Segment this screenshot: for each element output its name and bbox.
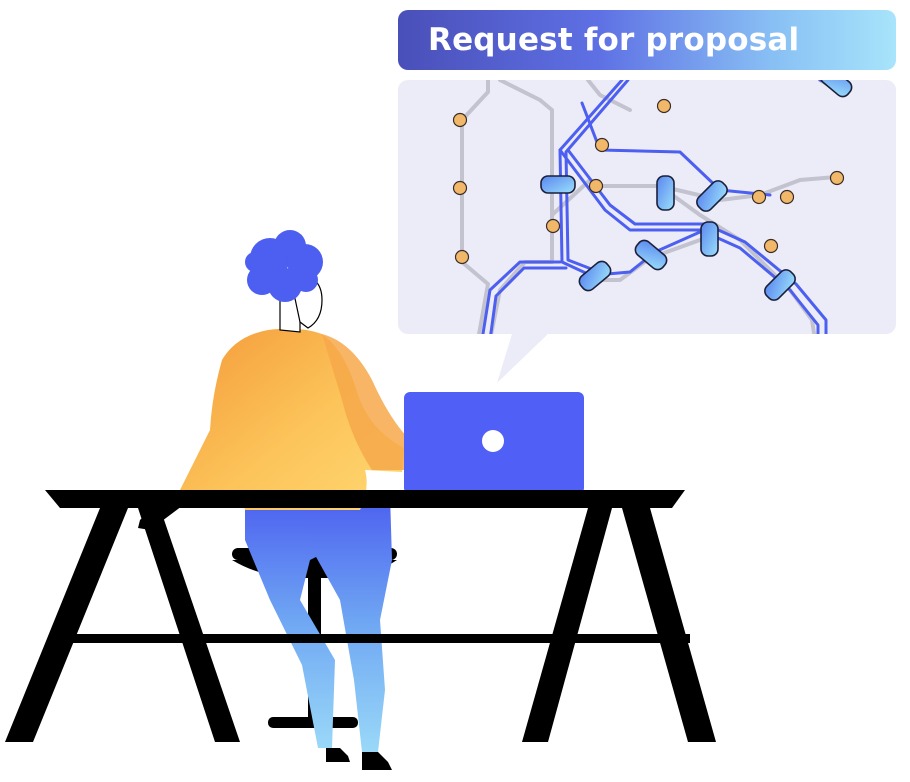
desk: [5, 490, 716, 742]
desk-leg-left-inner: [138, 508, 240, 742]
hair: [245, 230, 323, 302]
blue-routes: [480, 80, 842, 334]
desk-leg-right-inner: [522, 508, 612, 742]
desk-top: [45, 490, 685, 508]
stations: [452, 98, 845, 265]
desk-crossbar: [50, 634, 690, 643]
desk-leg-right-outer: [622, 508, 716, 742]
shoe-right: [362, 752, 392, 770]
vehicles: [540, 80, 853, 301]
speech-bubble-tail: [497, 334, 548, 383]
person-head: [245, 230, 323, 333]
laptop: [404, 392, 584, 494]
banner-title: Request for proposal: [428, 22, 800, 58]
laptop-logo: [482, 430, 504, 452]
person-legs: [245, 495, 392, 770]
shoe-left: [326, 748, 350, 762]
map-panel: [398, 80, 896, 383]
rfp-banner: Request for proposal: [398, 10, 896, 70]
desk-leg-left-outer: [5, 508, 128, 742]
